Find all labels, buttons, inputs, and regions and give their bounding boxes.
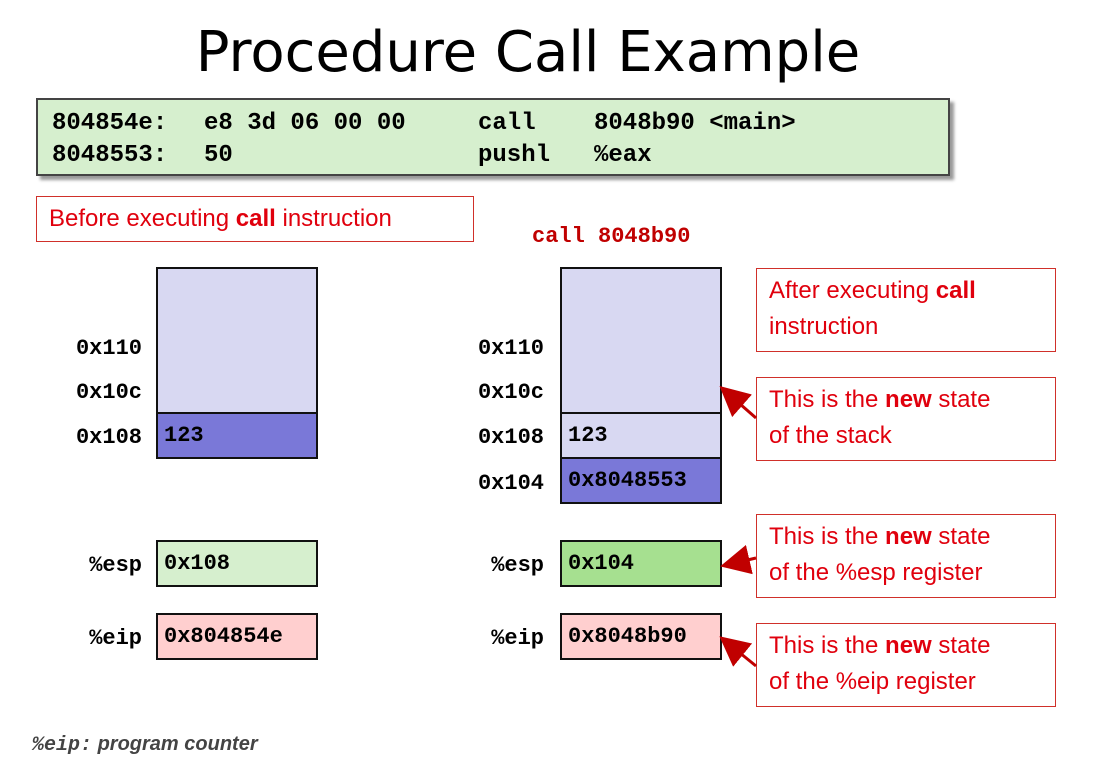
right-addr-0x10c: 0x10c <box>477 380 544 405</box>
code-line1-op: call <box>478 110 536 137</box>
right-esp-cell: 0x104 <box>560 540 722 587</box>
code-line2-op: pushl <box>478 142 551 169</box>
before-label-post: instruction <box>275 205 392 232</box>
slide-title: Procedure Call Example <box>195 20 861 85</box>
before-label-box: Before executing call instruction <box>36 196 474 242</box>
arrow-to-stack <box>719 386 757 420</box>
footer-note: %eip: program counter <box>32 733 258 757</box>
left-esp-label: %esp <box>89 553 142 578</box>
note-stack-box: This is the new state of the stack <box>756 377 1056 461</box>
code-line1-addr: 804854e: <box>52 110 168 137</box>
left-stack-empty <box>156 267 318 414</box>
note-eip-line2: of the %eip register <box>769 668 976 695</box>
arrow-to-eip <box>719 636 757 668</box>
right-addr-0x108: 0x108 <box>477 425 544 450</box>
left-esp-cell: 0x108 <box>156 540 318 587</box>
right-addr-0x110: 0x110 <box>477 336 544 361</box>
note-esp-post: state <box>931 523 991 550</box>
after-label-bold: call <box>935 277 976 304</box>
note-esp-bold: new <box>885 523 932 550</box>
right-addr-0x104: 0x104 <box>477 471 544 496</box>
code-line2-bytes: 50 <box>204 142 233 169</box>
left-eip-label: %eip <box>89 626 142 651</box>
code-line2-addr: 8048553: <box>52 142 168 169</box>
right-eip-cell: 0x8048b90 <box>560 613 722 660</box>
before-label-bold: call <box>235 205 276 232</box>
footer-text: program counter <box>97 733 258 755</box>
footer-reg: %eip: <box>32 734 93 757</box>
left-eip-cell: 0x804854e <box>156 613 318 660</box>
right-stack-empty <box>560 267 722 414</box>
note-stack-post: state <box>931 386 991 413</box>
right-esp-label: %esp <box>491 553 544 578</box>
note-esp-line2: of the %esp register <box>769 559 983 586</box>
code-line1-arg: 8048b90 <main> <box>594 110 796 137</box>
note-eip-pre: This is the <box>769 632 886 659</box>
left-addr-0x108: 0x108 <box>75 425 142 450</box>
right-stack-top-cell: 0x8048553 <box>560 457 722 504</box>
note-stack-bold: new <box>885 386 932 413</box>
left-stack-top-cell: 123 <box>156 412 318 459</box>
code-line1-bytes: e8 3d 06 00 00 <box>204 110 406 137</box>
note-eip-post: state <box>931 632 991 659</box>
after-label-post: instruction <box>769 313 879 340</box>
before-label-pre: Before executing <box>49 205 236 232</box>
code-listing: 804854e: e8 3d 06 00 00 call 8048b90 <ma… <box>36 98 950 176</box>
after-label-pre: After executing <box>769 277 936 304</box>
note-eip-box: This is the new state of the %eip regist… <box>756 623 1056 707</box>
note-esp-box: This is the new state of the %esp regist… <box>756 514 1056 598</box>
left-addr-0x110: 0x110 <box>75 336 142 361</box>
after-label-box: After executing call instruction <box>756 268 1056 352</box>
arrow-to-esp <box>720 544 757 575</box>
left-addr-0x10c: 0x10c <box>75 380 142 405</box>
right-eip-label: %eip <box>491 626 544 651</box>
note-esp-pre: This is the <box>769 523 886 550</box>
note-stack-pre: This is the <box>769 386 886 413</box>
call-caption: call 8048b90 <box>532 224 691 249</box>
code-line2-arg: %eax <box>594 142 652 169</box>
note-stack-line2: of the stack <box>769 422 892 449</box>
note-eip-bold: new <box>885 632 932 659</box>
